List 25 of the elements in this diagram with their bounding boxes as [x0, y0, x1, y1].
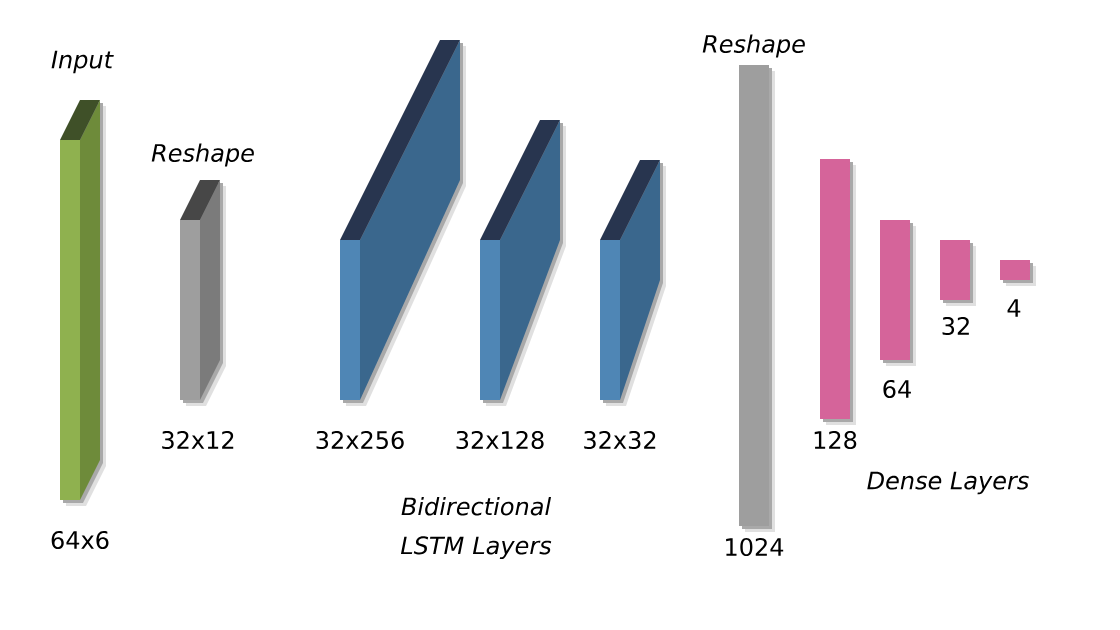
- layer-title: Reshape: [151, 143, 254, 167]
- size-label: 32x12: [162, 430, 234, 450]
- layer-bar: [739, 65, 775, 532]
- layer-bar: [820, 159, 856, 425]
- size-label: 64: [883, 379, 911, 399]
- size-label: 4: [1007, 299, 1021, 317]
- group-label: Dense Layers: [867, 471, 1029, 495]
- layer-bar: [940, 240, 976, 306]
- layer-title: Reshape: [702, 34, 805, 58]
- size-label: 32: [942, 316, 969, 336]
- size-label: 128: [814, 430, 857, 450]
- size-label: 32x128: [456, 430, 544, 450]
- layer-block: [180, 180, 226, 406]
- layer-bar: [1000, 260, 1036, 286]
- size-label: 64x6: [51, 530, 109, 550]
- size-label: 32x32: [584, 430, 656, 450]
- group-label: Bidirectional LSTM Layers: [400, 496, 552, 560]
- layer-block: [600, 160, 666, 406]
- layer-bar: [880, 220, 916, 366]
- layer-title: Input: [51, 50, 114, 74]
- size-label: 32x256: [316, 430, 404, 450]
- layer-block: [480, 120, 566, 406]
- layer-block: [60, 100, 106, 506]
- size-label: 1024: [726, 537, 784, 557]
- layer-block: [340, 40, 466, 406]
